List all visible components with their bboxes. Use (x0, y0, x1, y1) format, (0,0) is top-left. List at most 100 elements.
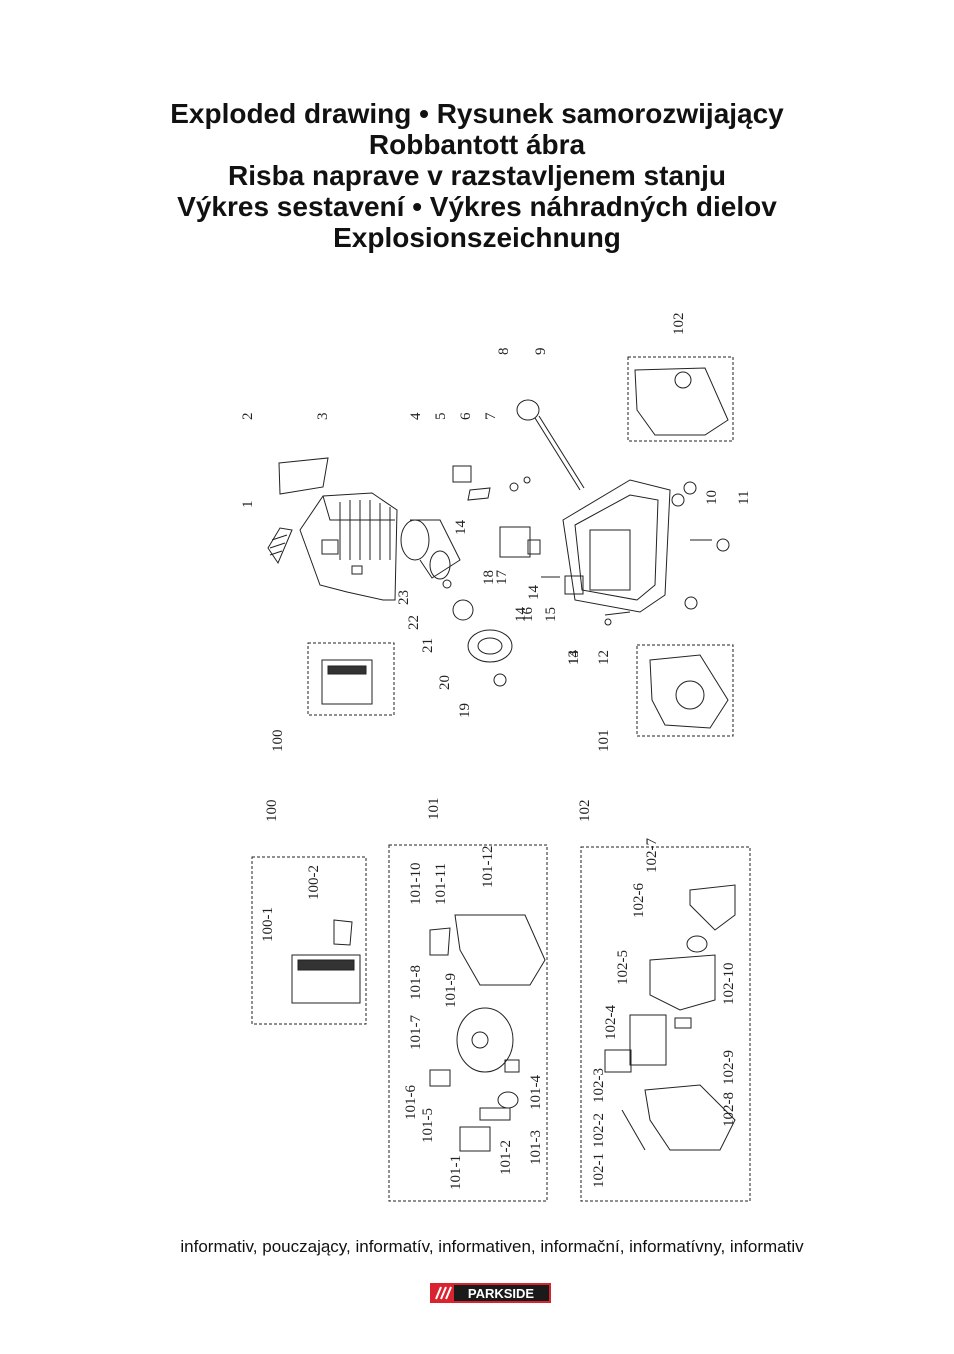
callout-8: 8 (496, 348, 512, 356)
callout-101-7: 101-7 (408, 1015, 424, 1050)
callout-102: 102 (577, 800, 593, 823)
title-line-5: Explosionszeichnung (333, 222, 621, 253)
title-line-4: Výkres sestavení • Výkres náhradných die… (177, 191, 777, 222)
part-20-pulley (467, 629, 513, 663)
callout-6: 6 (458, 412, 474, 420)
callout-100: 100 (270, 730, 286, 753)
callout-102-2: 102-2 (591, 1113, 607, 1148)
part-5 (467, 487, 491, 501)
part-101-6 (429, 1069, 451, 1087)
callout-100: 100 (264, 800, 280, 823)
part-102-10 (674, 1017, 692, 1029)
callout-102-10: 102-10 (721, 963, 737, 1006)
callout-14: 14 (566, 650, 582, 666)
callout-101-2: 101-2 (498, 1140, 514, 1175)
callout-102-1: 102-1 (591, 1153, 607, 1188)
callout-12: 12 (596, 650, 612, 665)
part-102-6 (686, 935, 708, 953)
part-2-sheet (278, 457, 329, 495)
callout-22: 22 (406, 615, 422, 630)
callout-101: 101 (596, 730, 612, 753)
callout-19: 19 (457, 703, 473, 718)
part-101-3 (497, 1091, 519, 1109)
part-7 (523, 476, 531, 484)
part-101-10 (429, 927, 451, 956)
part-101-1 (459, 1126, 491, 1152)
title-line-1: Exploded drawing • Rysunek samorozwijają… (170, 98, 784, 129)
part-23-motor (400, 519, 430, 561)
callout-9: 9 (533, 348, 549, 356)
callout-11: 11 (736, 491, 752, 505)
callout-101: 101 (426, 798, 442, 821)
part-6 (509, 482, 519, 492)
callout-14: 14 (526, 585, 542, 601)
callout-101-11: 101-11 (433, 863, 449, 905)
part-102-7 (689, 884, 736, 931)
part-9-shaft (534, 417, 581, 491)
callout-10: 10 (704, 490, 720, 505)
part-102-4 (629, 1014, 667, 1066)
callout-102-8: 102-8 (721, 1092, 737, 1127)
callout-16: 16 (520, 607, 536, 623)
callout-15: 15 (543, 607, 559, 622)
box-100-main (307, 642, 395, 716)
part-102-5 (649, 954, 716, 1011)
part-3-housing (299, 492, 398, 601)
part-1-plate (267, 527, 293, 565)
module-102-main (634, 367, 729, 436)
callout-102-9: 102-9 (721, 1050, 737, 1085)
callout-2: 2 (240, 413, 256, 421)
part-4 (452, 465, 472, 483)
box-102-main (627, 356, 734, 442)
callout-102-3: 102-3 (591, 1068, 607, 1103)
callout-102-4: 102-4 (603, 1005, 619, 1040)
callout-1: 1 (240, 501, 256, 509)
callout-3: 3 (315, 413, 331, 421)
callout-13: 13 (566, 650, 582, 665)
parkside-logo: PARKSIDE (430, 1283, 551, 1303)
page-title: Exploded drawing • Rysunek samorozwijają… (0, 98, 954, 253)
callout-101-8: 101-8 (408, 965, 424, 1000)
title-line-2: Robbantott ábra (368, 129, 586, 160)
title-line-3: Risba naprave v razstavljenem stanju (228, 160, 726, 191)
part-13 (604, 618, 612, 626)
callout-100-2: 100-2 (306, 865, 322, 900)
part-18 (499, 526, 531, 558)
callout-4: 4 (408, 412, 424, 420)
module-101-main (649, 654, 729, 729)
callout-17: 17 (494, 570, 510, 586)
part-102-8 (644, 1084, 736, 1151)
part-101-11 (454, 914, 546, 986)
part-19 (493, 673, 507, 687)
part-21 (452, 599, 474, 621)
part-102-1 (621, 1109, 646, 1151)
callout-5: 5 (433, 413, 449, 421)
callout-101-12: 101-12 (480, 846, 496, 889)
base-plate (562, 479, 671, 613)
brand-text: PARKSIDE (468, 1286, 535, 1301)
callout-14: 14 (453, 520, 469, 536)
callout-102-5: 102-5 (615, 950, 631, 985)
module-100-sub (291, 954, 361, 1004)
part-101-9 (456, 1007, 514, 1073)
callout-100-1: 100-1 (260, 907, 276, 942)
callout-101-9: 101-9 (443, 973, 459, 1008)
part-102-3 (604, 1049, 632, 1073)
callout-20: 20 (437, 675, 453, 690)
part-12 (604, 611, 631, 616)
callout-14: 14 (513, 607, 529, 623)
box-100-sub (251, 856, 367, 1025)
callout-7: 7 (483, 412, 499, 420)
callout-21: 21 (420, 638, 436, 653)
callout-102-6: 102-6 (631, 883, 647, 918)
callout-101-3: 101-3 (528, 1130, 544, 1165)
part-17 (527, 539, 541, 555)
callout-101-10: 101-10 (408, 863, 424, 906)
part-8-knob (516, 399, 540, 421)
callout-102-7: 102-7 (644, 838, 660, 873)
callout-18: 18 (481, 570, 497, 585)
part-15 (564, 575, 584, 595)
box-101-main (636, 644, 734, 737)
module-100-main (321, 659, 373, 705)
